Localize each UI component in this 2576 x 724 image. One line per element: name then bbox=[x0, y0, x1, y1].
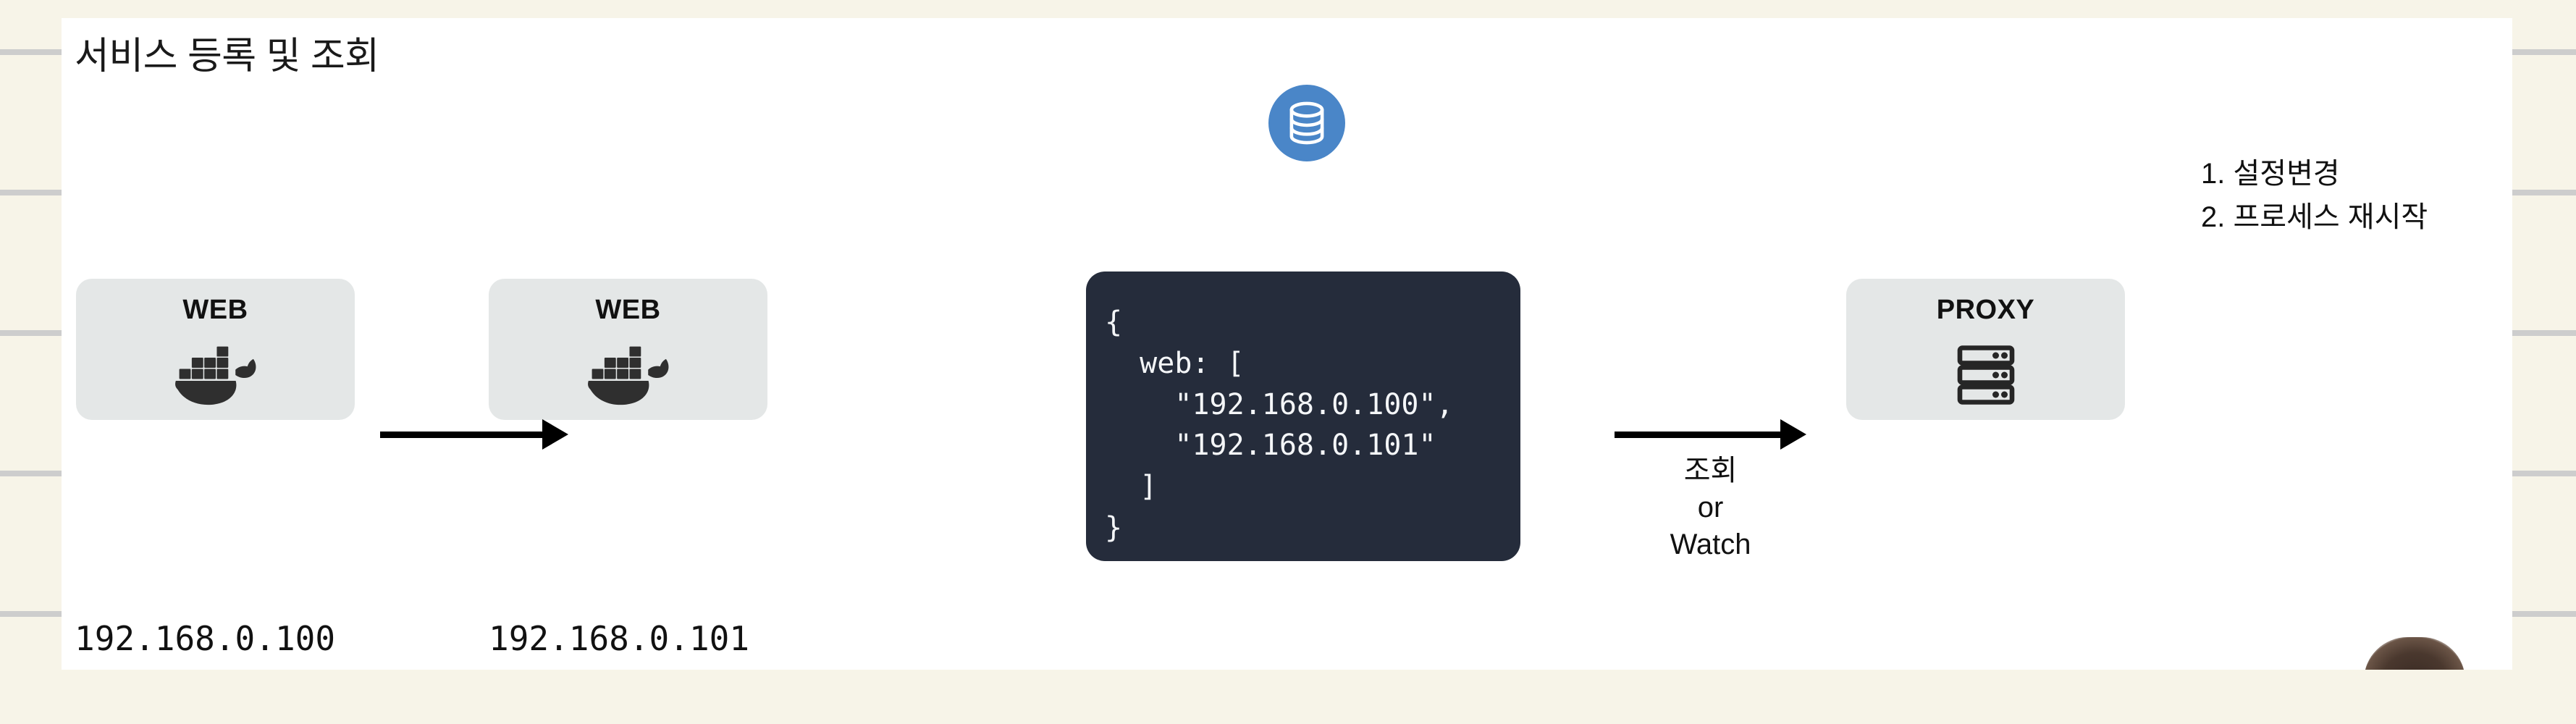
step-item-1: 1. 설정변경 bbox=[2201, 158, 2340, 190]
arrow-lookup-caption-line-1: 조회 bbox=[1683, 455, 1738, 487]
arrow-head-icon bbox=[542, 419, 568, 450]
arrow-lookup-caption-line-2: or bbox=[1697, 492, 1724, 524]
slide-content-panel: 서비스 등록 및 조회 WEB 192.168.0.100 bbox=[62, 18, 2512, 670]
database-icon bbox=[1263, 80, 1350, 167]
node-web-2[interactable]: WEB bbox=[489, 279, 767, 420]
arrow-register bbox=[380, 419, 568, 450]
registry-json-code: { web: [ "192.168.0.100", "192.168.0.101… bbox=[1105, 306, 1454, 544]
arrow-shaft bbox=[1615, 431, 1782, 438]
cropped-person-photo bbox=[2364, 637, 2465, 670]
steps-list: 1. 설정변경 2. 프로세스 재시작 bbox=[2201, 152, 2428, 239]
docker-whale-icon bbox=[489, 326, 767, 420]
registry-json-card: { web: [ "192.168.0.100", "192.168.0.101… bbox=[1086, 272, 1520, 561]
node-web-2-label: WEB bbox=[595, 295, 661, 325]
node-web-1-ip: 192.168.0.100 bbox=[75, 619, 336, 658]
node-web-1-label: WEB bbox=[182, 295, 248, 325]
page-title: 서비스 등록 및 조회 bbox=[75, 35, 379, 77]
arrow-head-icon bbox=[1780, 419, 1806, 450]
node-proxy[interactable]: PROXY bbox=[1846, 279, 2125, 420]
node-web-1[interactable]: WEB bbox=[76, 279, 355, 420]
arrow-lookup-caption-line-3: Watch bbox=[1670, 529, 1751, 561]
step-item-2: 2. 프로세스 재시작 bbox=[2201, 201, 2428, 233]
server-rack-icon bbox=[1846, 326, 2125, 420]
node-proxy-label: PROXY bbox=[1936, 295, 2035, 325]
node-web-2-ip: 192.168.0.101 bbox=[489, 619, 750, 658]
arrow-shaft bbox=[380, 431, 544, 438]
arrow-lookup-caption: 조회 or Watch bbox=[1615, 452, 1806, 564]
docker-whale-icon bbox=[76, 326, 355, 420]
arrow-lookup bbox=[1615, 419, 1806, 450]
